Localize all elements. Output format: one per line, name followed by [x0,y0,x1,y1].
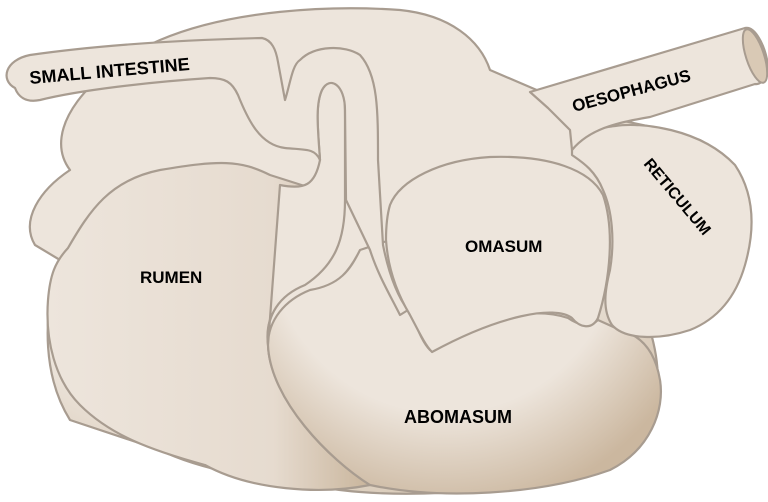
label-rumen: RUMEN [140,268,202,287]
label-abomasum: ABOMASUM [404,407,512,427]
small-intestine [5,36,410,317]
oesophagus [528,26,768,152]
omasum-lobe [384,155,611,354]
reticulum-lobe [570,123,753,338]
oesophagus-opening [741,28,768,84]
label-omasum: OMASUM [465,237,542,256]
